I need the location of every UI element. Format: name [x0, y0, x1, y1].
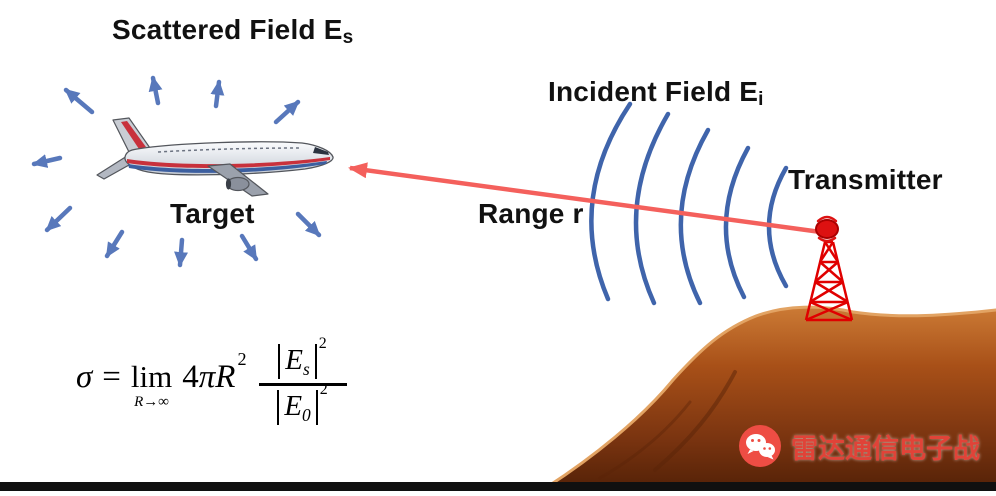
- den-subscript: 0: [302, 404, 311, 425]
- incident-field-text: Incident Field E: [548, 76, 759, 107]
- scatter-arrow: [44, 205, 73, 233]
- scatter-arrow: [210, 79, 225, 109]
- target-label: Target: [170, 198, 255, 229]
- scatter-arrow: [239, 233, 259, 262]
- incident-field-label: Incident Field Ei: [548, 76, 764, 111]
- plane-window-line: [157, 147, 301, 153]
- scatter-arrow: [273, 99, 301, 125]
- hill-shading: [653, 370, 737, 472]
- lim-text: lim: [130, 358, 173, 394]
- airplane-target-icon: [96, 117, 334, 197]
- coef-variables: πR: [198, 358, 236, 395]
- wechat-icon: [739, 425, 781, 467]
- transmitter-tower: [804, 240, 854, 322]
- hill-body: [544, 308, 996, 490]
- plane-blue-stripe: [128, 161, 327, 173]
- equals-sign: =: [102, 358, 121, 395]
- transmitter-label: Transmitter: [788, 164, 943, 195]
- scatter-arrow: [63, 87, 95, 115]
- scattered-field-subscript: s: [342, 27, 354, 49]
- scattered-field-label: Scattered Field Es: [112, 14, 353, 49]
- coef-exponent: 2: [237, 348, 247, 369]
- hill-shading: [598, 400, 692, 480]
- num-base: E: [285, 344, 304, 376]
- plane-red-stripe: [127, 157, 330, 169]
- range-arrow-line: [348, 162, 829, 236]
- tower-braces: [805, 241, 853, 322]
- wavefront-arc: [678, 127, 711, 306]
- scatter-arrow: [174, 237, 189, 268]
- transmitter-antenna: [815, 215, 839, 243]
- den-base: E: [284, 389, 303, 422]
- lim-subscript: R→∞: [134, 393, 169, 410]
- num-exponent: 2: [318, 335, 327, 353]
- tower-rungs: [806, 240, 852, 322]
- incident-field-subscript: i: [758, 89, 764, 111]
- scatter-arrow: [148, 75, 163, 106]
- num-subscript: s: [303, 359, 310, 380]
- plane-tail-stripe: [121, 121, 146, 149]
- den-exponent: 2: [319, 380, 328, 398]
- scatter-arrow: [104, 229, 125, 259]
- scattered-arrows: [31, 75, 322, 268]
- sigma-symbol: σ: [76, 358, 93, 395]
- abs-value-denominator: E0: [277, 389, 318, 425]
- range-label: Range r: [478, 198, 584, 229]
- abs-value-numerator: Es: [278, 344, 317, 380]
- scatter-arrow: [295, 211, 322, 238]
- wavefront-arc: [723, 145, 751, 300]
- watermark-text: 雷达通信电子战: [791, 433, 980, 464]
- watermark: 雷达通信电子战: [738, 424, 980, 468]
- limit-operator: lim R→∞: [131, 361, 172, 410]
- coef-number: 4: [182, 358, 199, 395]
- scattered-field-text: Scattered Field E: [112, 14, 343, 45]
- antenna-scribble: [816, 215, 838, 243]
- hill-ridge-highlight: [545, 305, 996, 489]
- antenna-dish: [815, 219, 839, 239]
- scatter-arrow: [31, 154, 63, 168]
- wavefront-arc: [633, 111, 671, 306]
- bottom-divider-bar: [0, 482, 996, 491]
- hill: [544, 305, 996, 490]
- fraction-bar: [258, 383, 347, 386]
- plane-cockpit-window: [313, 147, 329, 155]
- plane-engine-intake: [225, 178, 232, 190]
